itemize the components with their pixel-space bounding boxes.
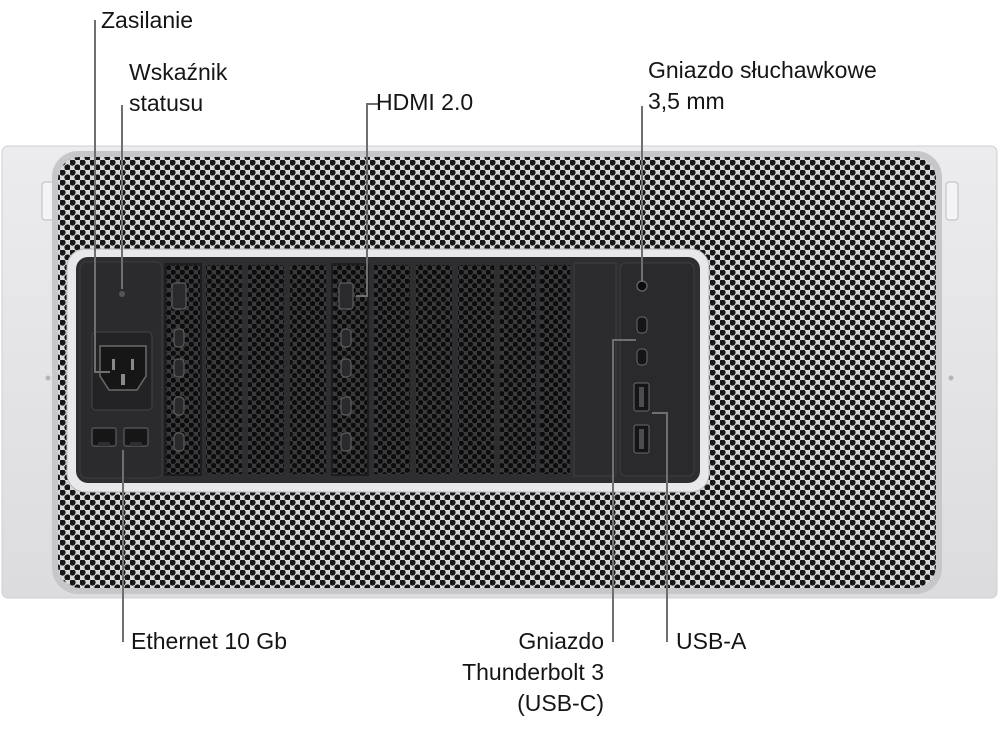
power-inlet (99, 345, 147, 391)
status-indicator-led (119, 291, 125, 297)
leader-status (121, 105, 123, 289)
pcie-slot-vent (206, 265, 242, 474)
hdmi-port (338, 282, 354, 310)
power-pin-left (112, 359, 115, 370)
callout-headphone-jack-line-2: 3,5 mm (648, 88, 725, 114)
callout-thunderbolt-line-2: Thunderbolt 3 (462, 659, 604, 685)
ethernet-port-2-notch (130, 442, 142, 446)
hdmi-port (171, 282, 187, 310)
usb-a-port-2-tongue (639, 429, 644, 449)
pcie-slot-vent (248, 265, 284, 474)
pcie-slot-vent (290, 265, 326, 474)
callout-status-indicator-line-1: Wskaźnik (129, 59, 228, 85)
leader-ethernet (122, 450, 124, 642)
callout-usb-a: USB-A (676, 628, 747, 654)
thunderbolt-port (340, 358, 352, 378)
io-card-left-plate (573, 262, 617, 477)
pcie-slot-vent (540, 265, 570, 474)
leader-power (94, 20, 96, 372)
callout-thunderbolt: Gniazdo Thunderbolt 3 (USB-C) (462, 626, 604, 719)
gpu-ports-1 (171, 282, 187, 452)
left-screw (45, 375, 51, 381)
pcie-slot-vent (500, 265, 536, 474)
thunderbolt-port (340, 432, 352, 452)
callout-power: Zasilanie (101, 7, 194, 33)
usb-c-port-2 (636, 348, 648, 366)
thunderbolt-port (340, 396, 352, 416)
callout-status-indicator: Wskaźnik statusu (129, 57, 227, 119)
ethernet-port-1-notch (98, 442, 110, 446)
callout-thunderbolt-line-3: (USB-C) (517, 690, 604, 716)
leader-usb-a (666, 412, 668, 642)
callout-ethernet: Ethernet 10 Gb (131, 628, 287, 654)
pcie-slots (164, 263, 570, 476)
leader-thunderbolt (612, 339, 614, 642)
leader-headphone (641, 106, 643, 282)
pcie-slot-vent (374, 265, 410, 474)
thunderbolt-port (173, 358, 185, 378)
thunderbolt-port (340, 328, 352, 348)
leader-hdmi-tick (356, 295, 368, 297)
leader-thunderbolt-tick (612, 339, 636, 341)
pcie-slot-vent (416, 265, 452, 474)
leader-hdmi-vertical (366, 103, 368, 296)
callout-hdmi: HDMI 2.0 (376, 89, 474, 115)
callout-thunderbolt-line-1: Gniazdo (518, 628, 604, 654)
io-card (619, 262, 695, 477)
pcie-slot-vent (458, 265, 494, 474)
usb-c-port-1 (636, 316, 648, 334)
thunderbolt-port (173, 396, 185, 416)
power-pin-right (131, 359, 134, 370)
right-handle (945, 181, 959, 221)
leader-power-tick (94, 371, 110, 373)
headphone-jack (636, 280, 648, 292)
thunderbolt-port (173, 328, 185, 348)
callout-headphone-jack: Gniazdo słuchawkowe 3,5 mm (648, 55, 877, 117)
leader-usb-a-tick (652, 412, 668, 414)
gpu-ports-2 (338, 282, 354, 452)
usb-a-port-1-tongue (639, 387, 644, 407)
leader-hdmi (366, 103, 378, 105)
right-screw (948, 375, 954, 381)
power-pin-ground (121, 374, 125, 385)
thunderbolt-port (173, 432, 185, 452)
callout-headphone-jack-line-1: Gniazdo słuchawkowe (648, 57, 877, 83)
callout-status-indicator-line-2: statusu (129, 90, 204, 116)
